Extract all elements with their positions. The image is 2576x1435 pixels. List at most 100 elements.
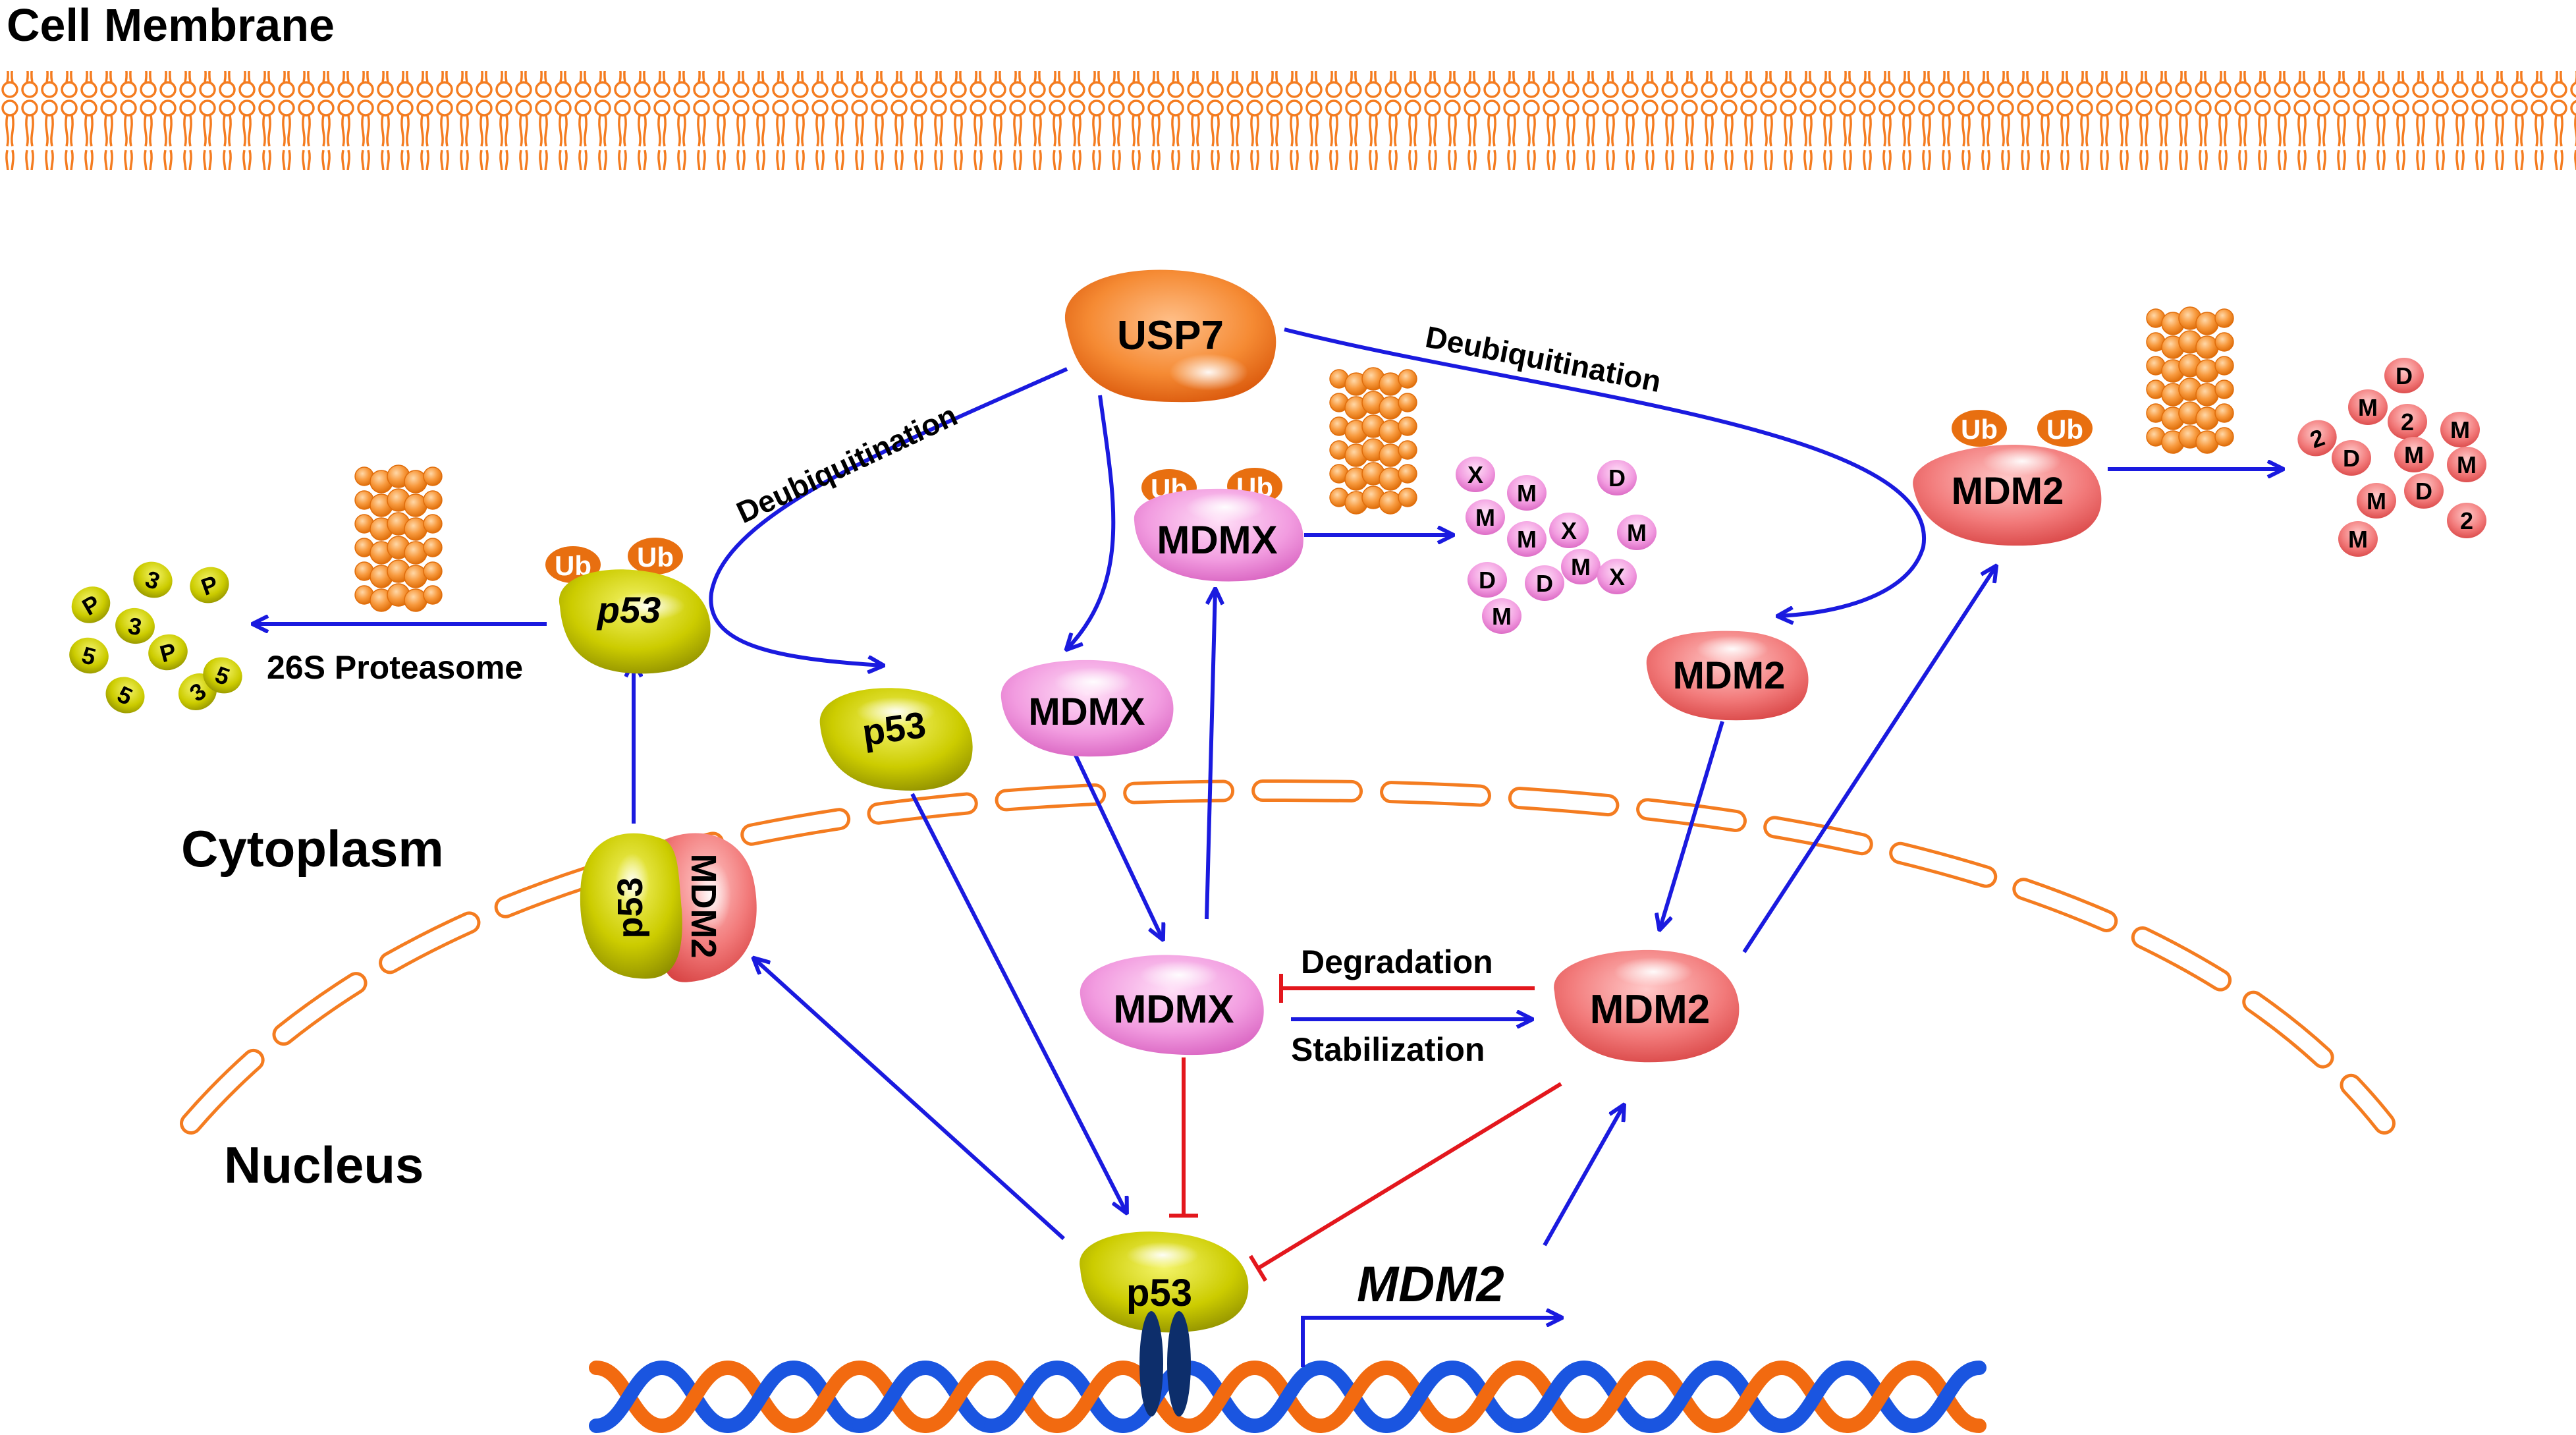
dna-strand-segment <box>1906 1361 1987 1433</box>
edge-usp7-to-p53 <box>709 367 1068 665</box>
nuclear-envelope <box>180 779 2396 1135</box>
proteasome-subunit <box>1398 369 1417 389</box>
degraded-fragment <box>2332 440 2371 476</box>
proteasome-subunit <box>423 561 443 581</box>
deubiquitination-label-left: Deubiquitination <box>731 398 962 530</box>
degraded-fragment <box>1507 521 1547 557</box>
degraded-fragment <box>1467 562 1507 598</box>
degraded-fragment <box>115 607 155 644</box>
degraded-fragment <box>1561 549 1601 584</box>
dna-strand-segment <box>1379 1361 1460 1433</box>
fragment-label: M <box>1627 519 1647 546</box>
degraded-fragment <box>1456 457 1495 492</box>
edge-mdmx-to-mdmxub <box>1205 590 1215 920</box>
mdmx-label: MDMX <box>1113 987 1234 1031</box>
fragment-label: M <box>1517 526 1537 553</box>
dna-binding-domain <box>1139 1311 1163 1417</box>
fragment-label: M <box>1475 504 1495 531</box>
dna-strand-segment <box>1182 1361 1262 1433</box>
ub-label: Ub <box>1961 414 1998 445</box>
proteasome-subunit <box>423 514 443 534</box>
proteasome-subunit <box>2214 380 2234 399</box>
mdm2-ubiquitinated: Ub Ub MDM2 <box>1913 410 2102 546</box>
usp7-protein: USP7 <box>1064 269 1276 403</box>
edge-mdm2-import <box>1660 721 1724 929</box>
edge-cyto-p53-to-nuclear-p53 <box>910 793 1126 1212</box>
edge-p53-to-mdm2-protein <box>1543 1106 1624 1247</box>
fragment-label: D <box>1608 464 1626 492</box>
mdm2-cytoplasmic: MDM2 <box>1646 631 1809 721</box>
ub-tag <box>628 538 683 575</box>
fragment-label: X <box>1561 517 1577 544</box>
proteasome-subunit <box>1398 488 1417 507</box>
dna-strand-segment <box>1313 1361 1394 1433</box>
edge-usp7-to-mdm2 <box>1284 327 1927 616</box>
p53-label: p53 <box>596 589 661 631</box>
edge-p53-to-complex <box>754 959 1066 1241</box>
degraded-fragment <box>69 637 109 674</box>
degraded-fragment <box>1617 515 1657 550</box>
fragment-label: M <box>2404 441 2424 468</box>
degraded-fragment <box>2440 412 2480 447</box>
dna-strand-segment <box>1445 1361 1525 1433</box>
mdmx-label: MDMX <box>1157 518 1277 562</box>
fragment-label: X <box>1467 461 1483 488</box>
p53-label: p53 <box>860 704 928 754</box>
dna-strand-segment <box>655 1361 735 1433</box>
ub-label: Ub <box>2046 414 2083 445</box>
degradation-label: Degradation <box>1301 943 1493 980</box>
degraded-fragment <box>2404 473 2444 509</box>
degraded-fragment <box>2297 420 2337 457</box>
proteasome-subunit <box>423 538 443 557</box>
proteasome-subunit <box>1398 464 1417 484</box>
mdmx-ubiquitinated: Ub Ub MDMX <box>1134 468 1303 582</box>
fragment-label: M <box>1571 553 1591 580</box>
dna-strand-segment <box>721 1361 801 1433</box>
degraded-fragment <box>1597 460 1637 495</box>
degraded-fragment <box>2394 437 2434 472</box>
degraded-fragment <box>133 561 173 598</box>
fragment-label: M <box>1492 603 1512 630</box>
proteasome-subunit <box>2214 403 2234 423</box>
mdmx-cytoplasmic: MDMX <box>1000 660 1174 757</box>
proteasome-subunit <box>423 585 443 605</box>
dna-strand-segment <box>918 1361 999 1433</box>
proteasome-subunit <box>423 490 443 510</box>
dna-strand-segment <box>1643 1361 1723 1433</box>
dna-strand-segment <box>1709 1361 1789 1433</box>
p53-ubiquitinated: Ub Ub p53 <box>545 538 711 674</box>
edge-mdm2-to-mdm2ub <box>1742 567 1996 953</box>
p53-nuclear: p53 <box>1080 1231 1249 1417</box>
degraded-fragment <box>148 634 188 671</box>
mdm2-label: MDM2 <box>1673 654 1786 697</box>
fragment-label: M <box>2367 488 2386 515</box>
dna-strand-segment <box>1511 1361 1591 1433</box>
dna-strand-segment <box>852 1361 933 1433</box>
fragment-label: M <box>2450 416 2470 443</box>
proteasome-icon <box>2146 306 2234 454</box>
proteasome-icon <box>354 464 443 612</box>
proteasome-subunit <box>2214 427 2234 447</box>
pathway-edges <box>254 327 2282 1367</box>
proteasome-subunit <box>1398 393 1417 412</box>
fragment-label: X <box>1609 563 1625 590</box>
p53-label: p53 <box>1126 1272 1192 1314</box>
degraded-fragment <box>1482 598 1521 634</box>
cell-membrane-label: Cell Membrane <box>7 0 335 51</box>
cell-membrane-bilayer <box>0 71 2576 170</box>
degraded-fragment <box>2338 521 2378 557</box>
dna-strand-segment <box>1050 1361 1130 1433</box>
proteasome-subunit <box>1398 440 1417 460</box>
stabilization-label: Stabilization <box>1291 1031 1485 1068</box>
nuclear-envelope-inner <box>183 782 2392 1131</box>
fragment-label: D <box>1479 567 1496 594</box>
degraded-fragment <box>1507 475 1547 511</box>
ub-label: Ub <box>637 542 674 573</box>
degraded-fragment <box>2348 389 2388 425</box>
degraded-fragment <box>1466 499 1505 535</box>
degraded-fragment <box>2357 483 2396 519</box>
degraded-fragment <box>2388 404 2427 439</box>
